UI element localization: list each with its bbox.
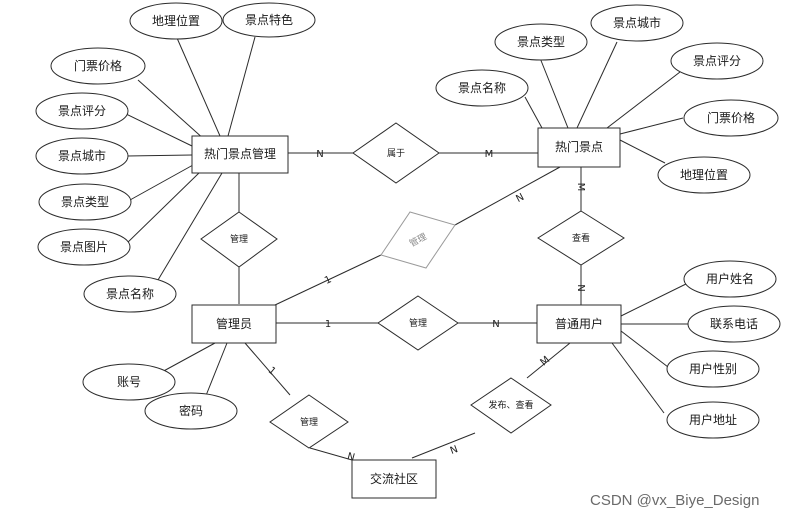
- card-hsm-belongs: N: [316, 149, 323, 160]
- attr-hsm-city[interactable]: 景点城市: [35, 137, 129, 175]
- card-admin-hs: N: [514, 192, 526, 205]
- entity-hot-spot[interactable]: 热门景点: [537, 127, 621, 168]
- card-user-comm-n: N: [449, 444, 460, 457]
- attr-user-gender-label: 用户性别: [689, 361, 737, 376]
- card-user-comm-m: M: [538, 354, 552, 368]
- attr-user-phone[interactable]: 联系电话: [687, 305, 781, 343]
- attr-hs-ticket-price-label: 门票价格: [707, 110, 755, 125]
- watermark: CSDN @vx_Biye_Design: [590, 492, 760, 509]
- attr-hsm-ticket-price[interactable]: 门票价格: [50, 47, 146, 85]
- card-admin-comm-n: N: [346, 451, 356, 464]
- attr-hs-location[interactable]: 地理位置: [657, 156, 751, 194]
- attr-hsm-image[interactable]: 景点图片: [37, 228, 131, 266]
- attr-hsm-feature-label: 景点特色: [245, 12, 293, 27]
- rel-manage-community[interactable]: 管理: [269, 394, 349, 449]
- attr-admin-password-label: 密码: [179, 403, 203, 418]
- attr-user-phone-label: 联系电话: [710, 317, 758, 331]
- attr-hs-type-label: 景点类型: [517, 35, 565, 49]
- attr-hsm-type-label: 景点类型: [61, 195, 109, 209]
- rel-belongs[interactable]: 属于: [352, 122, 440, 184]
- entity-hot-spot-label: 热门景点: [555, 139, 603, 154]
- card-view-user: N: [575, 284, 586, 291]
- rel-manage-hot-spot-mgmt-label: 管理: [230, 233, 248, 245]
- attr-hsm-location-label: 地理位置: [152, 13, 200, 28]
- attr-hsm-image-label: 景点图片: [60, 240, 108, 254]
- attr-admin-password[interactable]: 密码: [144, 392, 238, 430]
- entity-hot-spot-mgmt-label: 热门景点管理: [204, 146, 276, 161]
- entity-admin-label: 管理员: [216, 316, 252, 331]
- attr-admin-account-label: 账号: [117, 375, 141, 389]
- attr-hsm-city-label: 景点城市: [58, 148, 106, 163]
- rel-view-label: 查看: [572, 232, 590, 244]
- attr-hsm-name-label: 景点名称: [106, 286, 154, 301]
- entity-user-label: 普通用户: [555, 316, 603, 331]
- attr-hs-city-label: 景点城市: [613, 15, 661, 30]
- attr-hs-ticket-price[interactable]: 门票价格: [683, 99, 779, 137]
- attr-user-name-label: 用户姓名: [706, 271, 754, 286]
- attr-hs-rating[interactable]: 景点评分: [670, 42, 764, 80]
- attr-hs-location-label: 地理位置: [680, 167, 728, 182]
- card-admin-user-n: N: [492, 319, 499, 330]
- rel-manage-hot-spot-mgmt[interactable]: 管理: [200, 211, 278, 268]
- attr-hs-name[interactable]: 景点名称: [435, 69, 529, 107]
- attr-hs-rating-label: 景点评分: [693, 54, 741, 68]
- attr-admin-account[interactable]: 账号: [82, 363, 176, 401]
- attr-hsm-type[interactable]: 景点类型: [38, 183, 132, 221]
- attr-hs-city[interactable]: 景点城市: [590, 4, 684, 42]
- attr-hs-type[interactable]: 景点类型: [494, 23, 588, 61]
- attr-user-address-label: 用户地址: [689, 412, 737, 427]
- entity-community-label: 交流社区: [370, 471, 418, 486]
- card-belongs-hs: M: [485, 149, 494, 160]
- attr-user-name[interactable]: 用户姓名: [683, 260, 777, 298]
- attr-hsm-rating[interactable]: 景点评分: [35, 92, 129, 130]
- rel-manage-user-label: 管理: [409, 317, 427, 329]
- rel-belongs-label: 属于: [387, 148, 405, 159]
- attr-user-gender[interactable]: 用户性别: [666, 350, 760, 388]
- card-hs-view: M: [575, 183, 586, 192]
- card-admin-hs-one: 1: [323, 274, 333, 287]
- rel-manage-community-label: 管理: [300, 416, 318, 428]
- rel-manage-user[interactable]: 管理: [377, 295, 459, 351]
- rel-manage-hot-spot[interactable]: 管理: [380, 211, 456, 269]
- entity-hot-spot-mgmt[interactable]: 热门景点管理: [191, 135, 289, 174]
- rel-publish-view[interactable]: 发布、查看: [470, 377, 552, 434]
- entity-community[interactable]: 交流社区: [351, 459, 437, 499]
- attr-hsm-rating-label: 景点评分: [58, 104, 106, 118]
- entity-user[interactable]: 普通用户: [536, 304, 622, 344]
- attr-hs-name-label: 景点名称: [458, 80, 506, 95]
- attr-hsm-location[interactable]: 地理位置: [129, 2, 223, 40]
- entity-admin[interactable]: 管理员: [191, 304, 277, 344]
- attr-user-address[interactable]: 用户地址: [666, 401, 760, 439]
- attr-hsm-ticket-price-label: 门票价格: [74, 58, 122, 73]
- card-admin-comm-one: 1: [266, 365, 278, 378]
- attr-hsm-feature[interactable]: 景点特色: [222, 2, 316, 38]
- rel-view[interactable]: 查看: [537, 210, 625, 266]
- card-admin-user-one: 1: [325, 319, 331, 330]
- rel-publish-view-label: 发布、查看: [488, 399, 533, 411]
- attr-hsm-name[interactable]: 景点名称: [83, 275, 177, 313]
